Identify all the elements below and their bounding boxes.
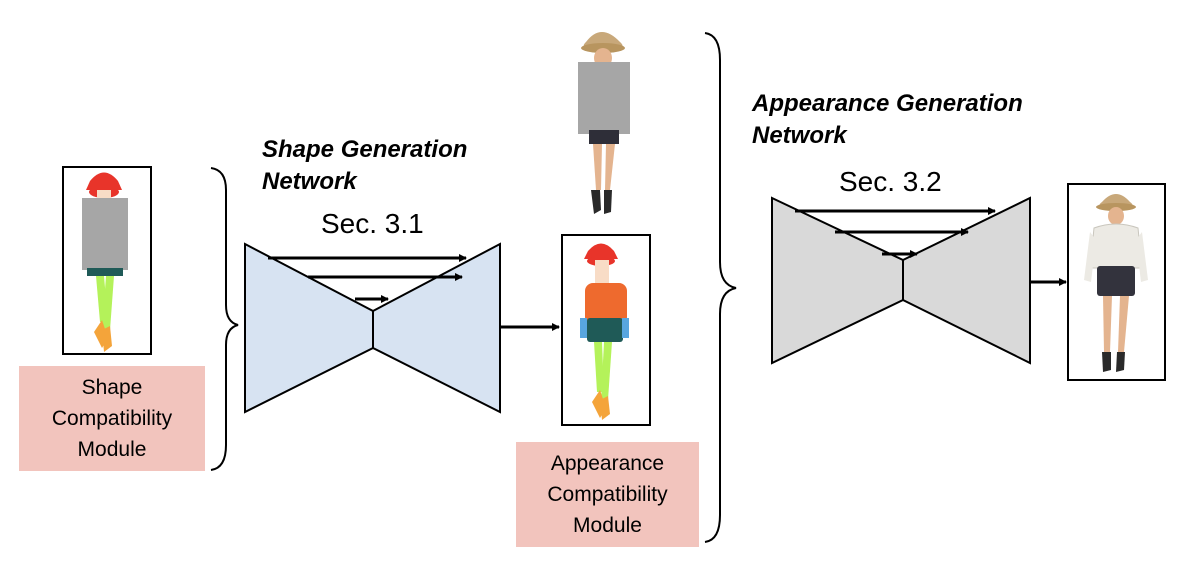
output-photo xyxy=(1067,183,1166,381)
shape-module-line2: Compatibility xyxy=(51,407,173,430)
appearance-module-line3: Module xyxy=(573,514,642,537)
appearance-network-title-line1: Appearance Generation xyxy=(752,90,1023,117)
shape-compatibility-module: Shape Compatibility Module xyxy=(19,366,205,471)
appearance-generation-network xyxy=(771,196,1031,365)
appearance-module-line1: Appearance xyxy=(550,452,665,475)
mask-rectangle xyxy=(82,198,128,270)
appearance-network-title-line2: Network xyxy=(752,122,847,149)
appearance-network-title: Appearance Generation Network xyxy=(752,88,1023,152)
appearance-module-brace xyxy=(704,32,737,543)
appearance-module-line2: Compatibility xyxy=(547,483,668,506)
reference-photo xyxy=(578,32,630,214)
generated-segmentation-image xyxy=(561,234,651,426)
shape-generation-network xyxy=(244,242,501,414)
appearance-compatibility-module: Appearance Compatibility Module xyxy=(516,442,699,547)
shape-module-line3: Module xyxy=(77,438,147,461)
shape-module-line1: Shape xyxy=(81,376,143,399)
mask-rectangle xyxy=(578,62,630,134)
shape-network-title-line1: Shape Generation xyxy=(262,136,468,163)
appearance-network-section: Sec. 3.2 xyxy=(839,166,942,197)
shape-network-title-line2: Network xyxy=(262,168,357,195)
input-segmentation-image xyxy=(62,166,152,355)
shape-network-section: Sec. 3.1 xyxy=(321,208,424,239)
shape-module-brace xyxy=(210,167,239,471)
shape-network-title: Shape Generation Network xyxy=(262,134,467,198)
